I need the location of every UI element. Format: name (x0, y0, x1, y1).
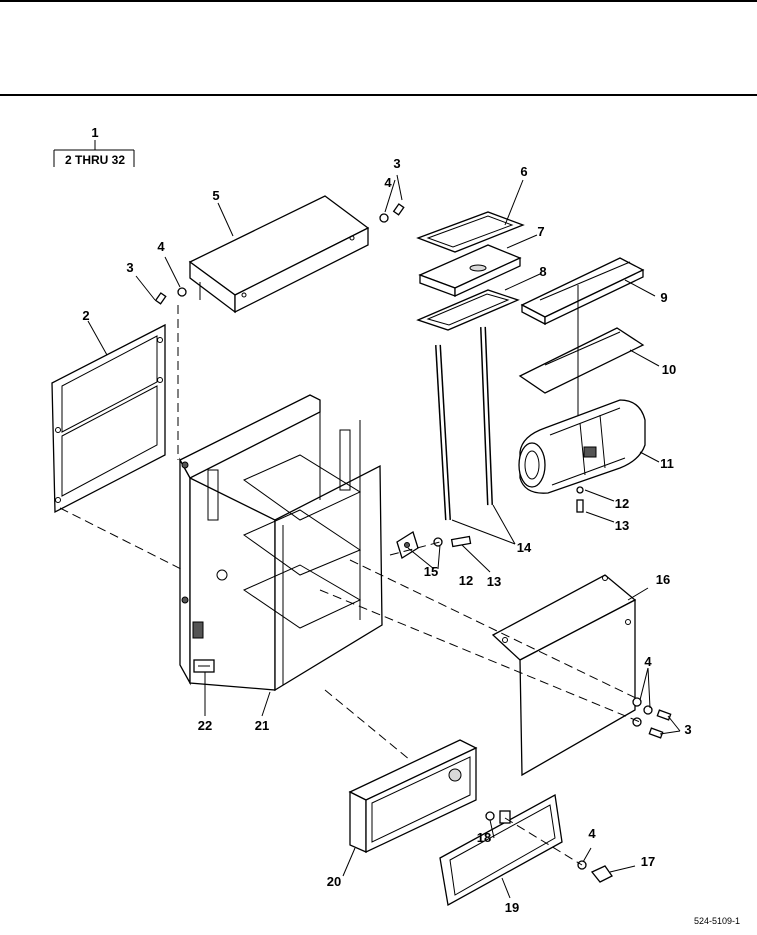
bracket-part-15 (396, 531, 472, 559)
callout-8: 8 (539, 264, 546, 279)
callout-16: 16 (656, 572, 670, 587)
callout-22: 22 (198, 718, 212, 733)
callout-12: 12 (459, 573, 473, 588)
callout-21: 21 (255, 718, 269, 733)
gasket-part-8 (416, 289, 520, 331)
access-cover-part-16 (491, 574, 637, 777)
callout-9: 9 (660, 290, 667, 305)
hardware-upper (154, 203, 405, 305)
callout-4: 4 (384, 175, 392, 190)
callout-17: 17 (641, 854, 655, 869)
group-number: 1 (91, 125, 98, 140)
callout-6: 6 (520, 164, 527, 179)
callout-10: 10 (662, 362, 676, 377)
callout-2: 2 (82, 308, 89, 323)
assembly-lines (59, 305, 641, 866)
plate-part-10 (518, 327, 645, 394)
drawing-number: 524-5109-1 (694, 916, 740, 926)
callout-11: 11 (660, 456, 674, 471)
callout-5: 5 (212, 188, 219, 203)
hardware-right (632, 697, 672, 739)
hardware-lower (485, 810, 613, 883)
callout-7: 7 (537, 224, 544, 239)
gasket-part-19 (439, 793, 563, 907)
top-rule (0, 0, 757, 2)
top-cover-part-5 (188, 195, 370, 314)
callout-4: 4 (157, 239, 165, 254)
callout-20: 20 (327, 874, 341, 889)
callout-13: 13 (487, 574, 501, 589)
filter-part-20 (348, 739, 478, 854)
callout-3: 3 (393, 156, 400, 171)
side-panel-part-2 (51, 323, 166, 514)
label-plate-part-22 (193, 659, 215, 673)
hardware-blower (576, 486, 584, 513)
callout-4: 4 (588, 826, 596, 841)
callout-4: 4 (644, 654, 652, 669)
callout-13: 13 (615, 518, 629, 533)
callouts: 2 3 3 3 4 4 4 4 5 6 7 8 9 10 11 12 12 13… (82, 156, 691, 915)
callout-18: 18 (477, 830, 491, 845)
callout-12: 12 (615, 496, 629, 511)
gasket-part-6 (416, 211, 525, 253)
group-label: 1 2 THRU 32 (53, 125, 135, 167)
header-rule (0, 94, 757, 96)
group-range: 2 THRU 32 (65, 153, 125, 167)
plate-part-9 (520, 257, 645, 326)
callout-15: 15 (424, 564, 438, 579)
callout-3: 3 (126, 260, 133, 275)
blower-part-11 (518, 399, 646, 494)
frame-part-21 (179, 394, 383, 692)
callout-19: 19 (505, 900, 519, 915)
callout-3: 3 (684, 722, 691, 737)
leader-lines (87, 174, 681, 899)
callout-14: 14 (517, 540, 532, 555)
rods-part-14 (435, 326, 493, 521)
tray-part-7 (418, 244, 522, 298)
